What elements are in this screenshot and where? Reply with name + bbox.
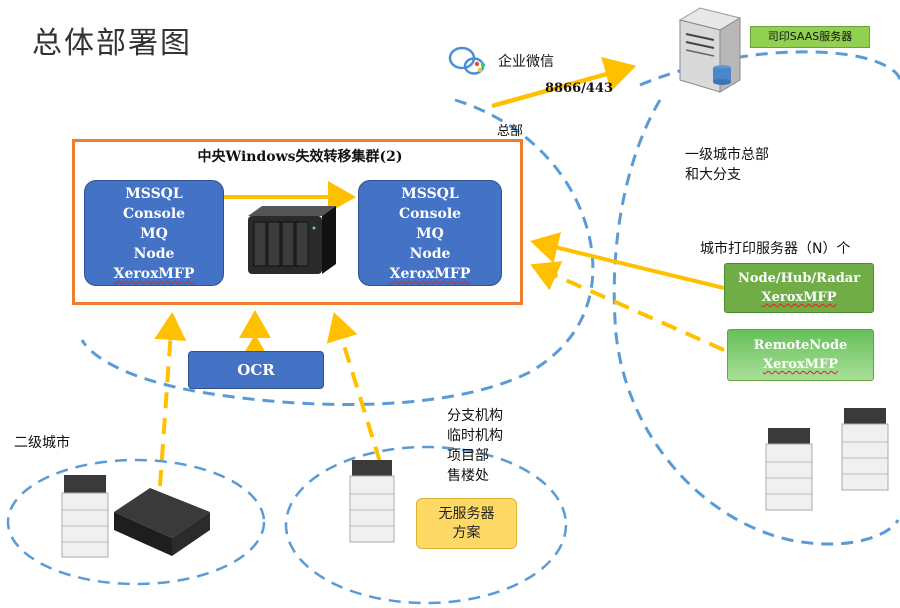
node-hub-radar-box[interactable]: Node/Hub/Radar XeroxMFP [724, 263, 874, 313]
city-print-servers-label: 城市打印服务器（N）个 [700, 241, 851, 257]
no-server-solution-box[interactable]: 无服务器 方案 [416, 498, 517, 549]
tier1-printer-icon-2 [841, 408, 889, 491]
failover-cluster-box [72, 139, 523, 305]
tier2-region-boundary [6, 458, 266, 586]
hq-region-boundary [80, 98, 595, 407]
saas-server-icon [678, 7, 742, 93]
wechat-icon [448, 46, 486, 75]
saas-server-label: 司印SAAS服务器 [750, 26, 870, 48]
branch-to-cluster-arrow [326, 312, 382, 463]
ocr-box[interactable]: OCR [188, 351, 324, 389]
tier1-city-label: 一级城市总部 和大分支 [685, 147, 769, 183]
tier1-printer-icon-1 [765, 428, 813, 511]
cluster-node-left[interactable]: MSSQL Console MQ Node XeroxMFP [84, 180, 224, 286]
tier2-to-cluster-arrow [154, 312, 187, 487]
node-hub-to-cluster-arrow [530, 232, 725, 290]
branch-printer-icon [349, 460, 395, 543]
hq-to-saas-arrow [491, 56, 637, 109]
tier2-city-label: 二级城市 [14, 435, 70, 451]
remote-node-to-cluster-arrow [530, 261, 725, 352]
hq-label: 总部 [497, 124, 524, 139]
tier2-box-device-icon [114, 488, 210, 556]
cluster-node-right[interactable]: MSSQL Console MQ Node XeroxMFP [358, 180, 502, 286]
port-label: 8866/443 [545, 81, 614, 96]
cluster-title: 中央Windows失效转移集群(2) [197, 149, 403, 165]
remote-node-box[interactable]: RemoteNode XeroxMFP [727, 329, 874, 381]
nas-storage-icon [248, 206, 336, 274]
wechat-label: 企业微信 [498, 54, 554, 70]
page-title: 总体部署图 [32, 26, 192, 61]
branch-region-boundary [284, 445, 568, 605]
branch-types-label: 分支机构 临时机构 项目部 售楼处 [447, 408, 503, 484]
tier2-printer-icon [61, 475, 109, 558]
